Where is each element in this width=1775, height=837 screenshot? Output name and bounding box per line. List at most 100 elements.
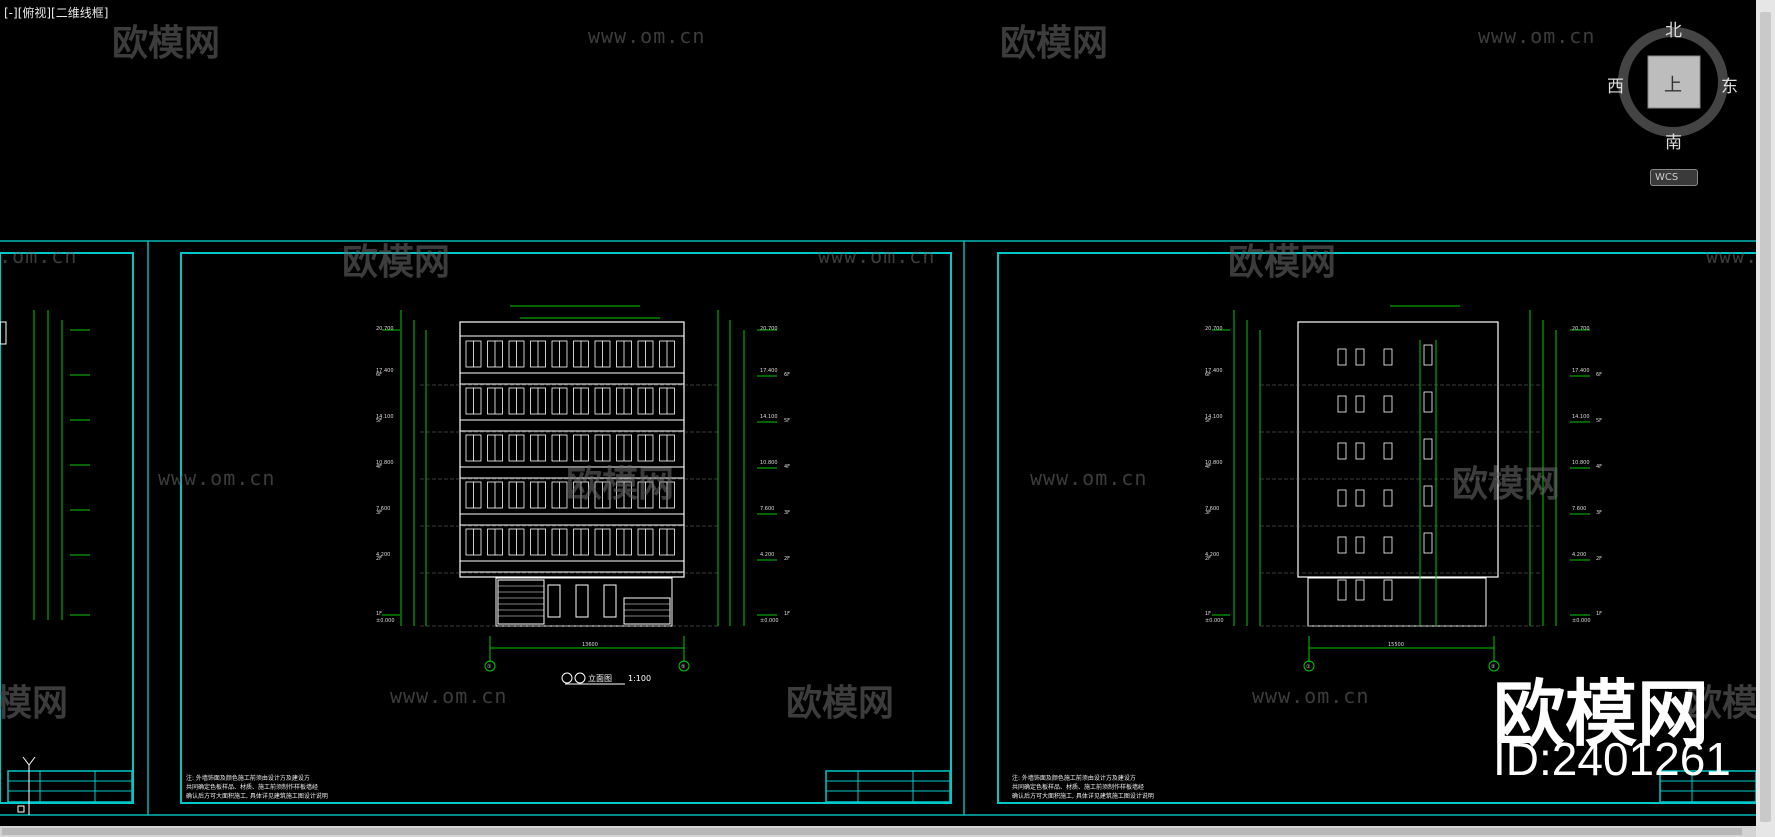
- vertical-scrollbar[interactable]: [1756, 0, 1775, 837]
- watermark-url: www.om.cn: [0, 244, 78, 268]
- level-elevation: 14.100: [1205, 414, 1223, 420]
- window: [1383, 536, 1393, 554]
- watermark-url: www.om.cn: [1252, 684, 1370, 708]
- watermark-url: www.om.cn: [818, 244, 936, 268]
- window: [1337, 442, 1347, 460]
- level-elevation: 10.800: [1572, 460, 1590, 466]
- partial-elevation-dimensions: [33, 310, 90, 620]
- note-left-line: 共同确定色板样品、材质、施工前须制作样板墙经: [186, 784, 319, 791]
- axis-label-right-2: ②: [1491, 664, 1496, 670]
- window: [1355, 536, 1365, 554]
- floor-label: 1F: [784, 611, 790, 617]
- floor-label: 2F: [784, 556, 790, 562]
- sheet-frame-left: [180, 252, 952, 804]
- level-elevation: 4.200: [1205, 552, 1219, 558]
- window: [1337, 489, 1347, 507]
- window: [1355, 489, 1365, 507]
- window: [1423, 438, 1433, 460]
- sheet-frame-partial: [0, 252, 134, 804]
- floor-label: 6F: [1205, 372, 1211, 378]
- window: [1355, 442, 1365, 460]
- title-block-partial: [7, 770, 133, 803]
- level-elevation: 10.800: [760, 460, 778, 466]
- window: [1383, 348, 1393, 366]
- watermark-logo: 欧模网: [1000, 23, 1109, 64]
- note-right-line: 注: 外墙饰面及颜色施工前须由设计方及建设方: [1012, 775, 1136, 782]
- level-elevation: 17.400: [760, 368, 778, 374]
- vertical-scroll-thumb[interactable]: [1760, 12, 1771, 822]
- floor-label: 6F: [1596, 372, 1602, 378]
- level-elevation: 20.700: [1205, 326, 1223, 332]
- level-elevation: ±0.000: [376, 618, 395, 624]
- floor-label: 5F: [376, 418, 382, 424]
- horizontal-scroll-thumb[interactable]: [2, 828, 1742, 835]
- viewcube-west[interactable]: 西: [1607, 77, 1624, 97]
- watermark-logo: 欧模网: [0, 683, 69, 724]
- title-block-right: [1659, 770, 1756, 803]
- axis-label-1: ①: [487, 664, 492, 670]
- wcs-menu[interactable]: WCS: [1650, 169, 1698, 186]
- level-elevation: 4.200: [376, 552, 390, 558]
- watermark-logo: 欧模网: [566, 464, 675, 505]
- watermark-url: www.om.cn: [1030, 466, 1148, 490]
- level-elevation: 4.200: [1572, 552, 1586, 558]
- floor-label: 1F: [376, 611, 382, 617]
- axis-label-5: ⑤: [681, 664, 685, 670]
- cad-drawing: 立面图 1:100 13600 ① ⑤ 1F1F2F2F3F3F4F4F5F5F…: [0, 27, 1756, 816]
- watermark-url: www.om.cn: [1706, 244, 1756, 268]
- level-elevation: 17.400: [1205, 368, 1223, 374]
- window: [1383, 489, 1393, 507]
- floor-label: 3F: [1596, 510, 1602, 516]
- watermark-logo: 欧模网: [1686, 683, 1756, 724]
- window: [1423, 532, 1433, 554]
- level-elevation: 20.700: [760, 326, 778, 332]
- floor-label: 2F: [376, 556, 382, 562]
- elevation-title: 立面图: [588, 673, 612, 683]
- level-elevation: 10.800: [1205, 460, 1223, 466]
- level-elevation: 14.100: [376, 414, 394, 420]
- viewcube-east[interactable]: 东: [1721, 77, 1738, 97]
- horizontal-scrollbar[interactable]: [0, 826, 1756, 837]
- floor-label: 6F: [376, 372, 382, 378]
- level-elevation: 20.700: [376, 326, 394, 332]
- level-elevation: 4.200: [760, 552, 774, 558]
- level-elevation: 7.600: [1205, 506, 1219, 512]
- level-elevation: 14.100: [760, 414, 778, 420]
- viewcube-south[interactable]: 南: [1665, 133, 1682, 153]
- axis-label-right-1: ①: [1306, 664, 1311, 670]
- window: [1355, 395, 1365, 413]
- floor-label: 5F: [1596, 418, 1602, 424]
- window: [1423, 344, 1433, 366]
- floor-label: 5F: [1205, 418, 1211, 424]
- building-outline: [459, 321, 685, 578]
- note-right-line: 共同确定色板样品、材质、施工前须制作样板墙经: [1012, 784, 1145, 791]
- floor-label: 3F: [1205, 510, 1211, 516]
- note-left: 注: 外墙饰面及颜色施工前须由设计方及建设方 共同确定色板样品、材质、施工前须制…: [186, 774, 328, 801]
- viewcube-north[interactable]: 北: [1665, 21, 1682, 41]
- viewcube[interactable]: [1618, 27, 1728, 137]
- level-elevation: ±0.000: [1572, 618, 1591, 624]
- partial-building-edge: [0, 321, 7, 345]
- level-elevation: ±0.000: [760, 618, 779, 624]
- floor-label: 3F: [784, 510, 790, 516]
- note-left-line: 确认后方可大面积施工, 具体详见建筑施工图设计说明: [186, 793, 328, 800]
- floor-label: 4F: [1205, 464, 1211, 470]
- level-elevation: 17.400: [1572, 368, 1590, 374]
- floor-label: 1F: [1205, 611, 1211, 617]
- window: [1337, 348, 1347, 366]
- floor-label: 4F: [1596, 464, 1602, 470]
- floor-label: 2F: [1205, 556, 1211, 562]
- note-right-line: 确认后方可大面积施工, 具体详见建筑施工图设计说明: [1012, 793, 1154, 800]
- watermark-logo: 欧模网: [1452, 464, 1561, 505]
- window: [1423, 485, 1433, 507]
- watermark-logo: 欧模网: [112, 23, 221, 64]
- viewcube-top-face[interactable]: 上: [1664, 75, 1682, 96]
- watermark-logo: 欧模网: [1228, 242, 1337, 283]
- watermark-id: ID:2401261: [1493, 733, 1731, 785]
- building-outline-right: [1297, 321, 1499, 578]
- sheet-frame-right: [997, 252, 1756, 804]
- viewport-controls-label[interactable]: [-][俯视][二维线框]: [4, 6, 109, 20]
